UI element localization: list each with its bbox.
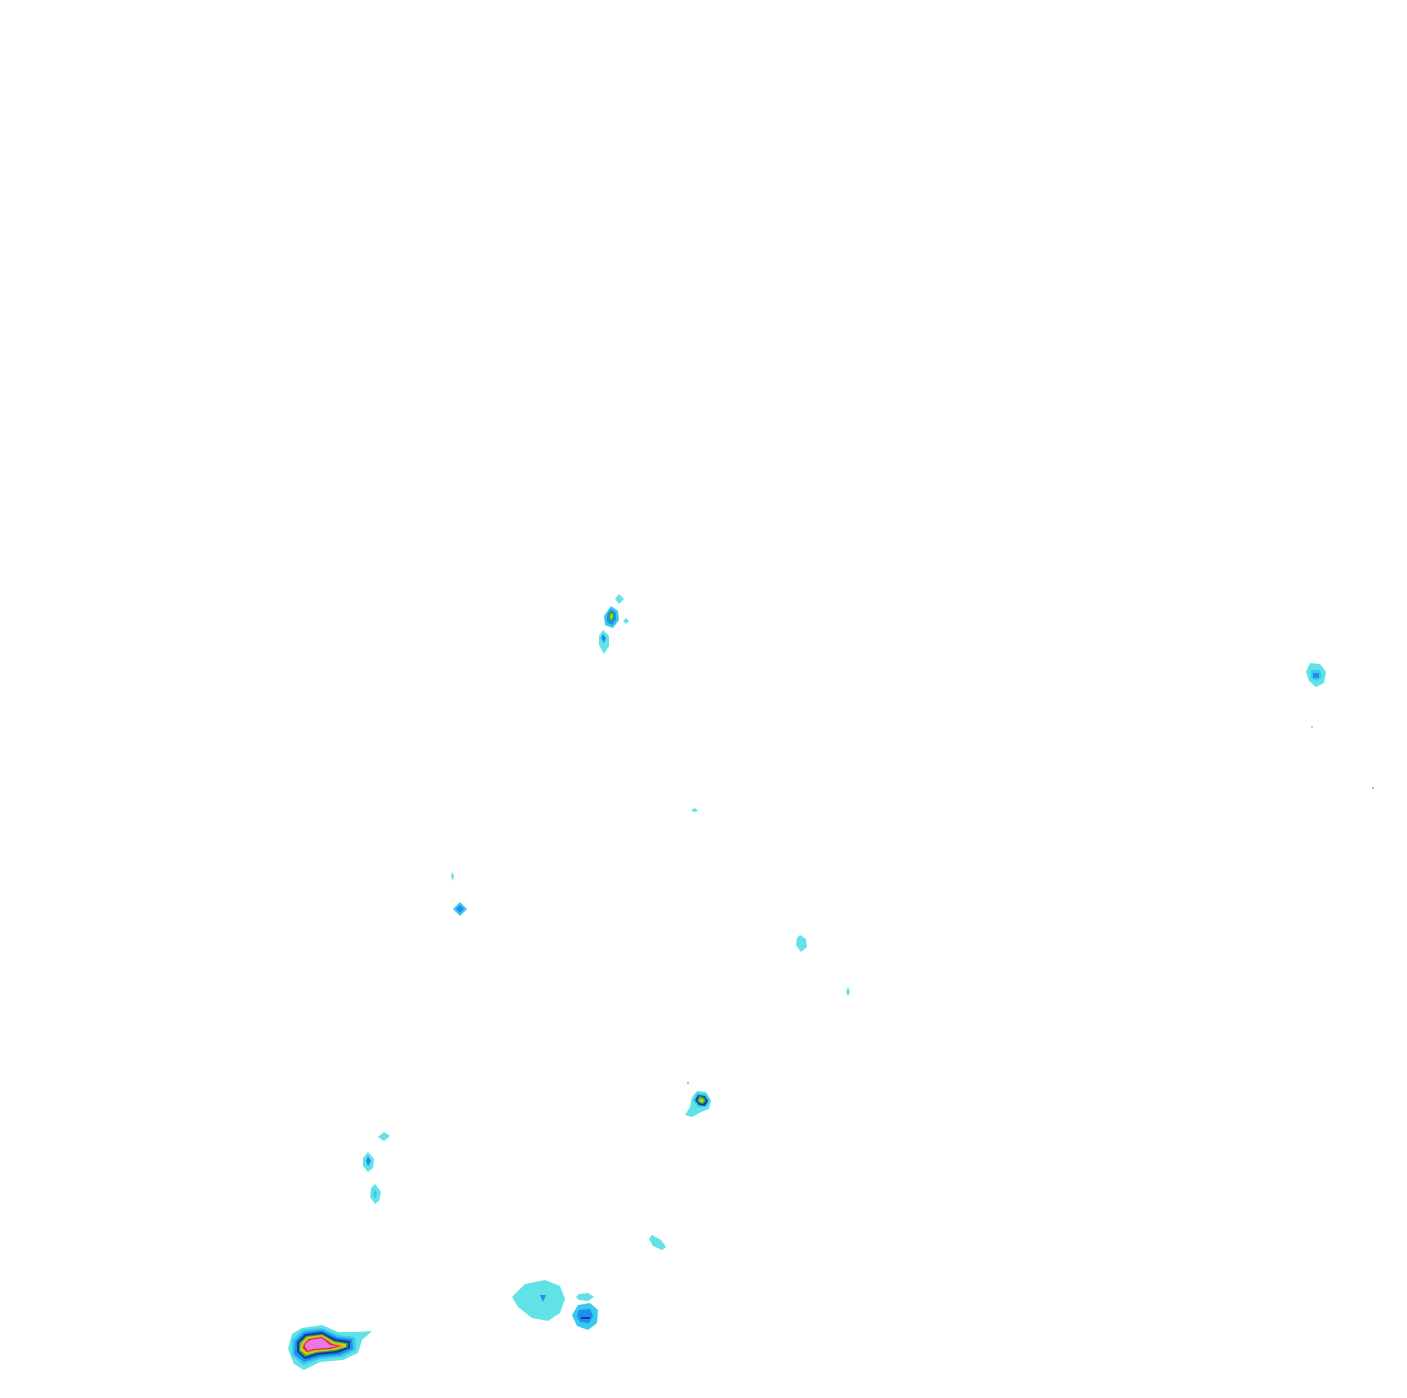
contour-cell-upper-cluster [599,594,629,654]
contour-band-yellow [610,613,613,620]
contour-band-cyan [615,594,624,604]
contour-band-cyan [623,618,629,624]
contour-band-cyan [649,1235,666,1250]
contour-band-blue [366,1156,371,1166]
contour-band-cyan [373,1189,377,1199]
contour-band-cyan [378,1132,390,1141]
contour-band-blue [456,905,464,913]
contour-band-magenta [305,1338,338,1351]
contour-band-blue [577,1309,593,1323]
contour-band-navy [581,1317,590,1319]
contour-cell-west [363,1132,390,1204]
contour-speck [686,1081,690,1085]
contour-band-blue [601,634,606,643]
contour-band-cyan [512,1280,565,1321]
contour-band-blue [1313,673,1319,678]
contour-band-cyan [576,1293,594,1301]
contour-band-yellow [699,1098,704,1103]
contour-cell-south [512,1280,598,1330]
contour-band-blue [540,1295,546,1302]
contour-band-cyan [691,808,698,812]
contour-speck [1311,726,1313,728]
contour-cell-central [685,1091,711,1117]
contour-cell-east [1306,663,1374,789]
contour-specks-middle [451,808,850,1085]
contour-band-cyan [846,987,850,996]
contour-band-cyan [796,935,807,952]
contour-band-cyan [451,872,454,881]
contour-speck [1372,787,1374,789]
contour-cell-intense [288,1325,372,1370]
